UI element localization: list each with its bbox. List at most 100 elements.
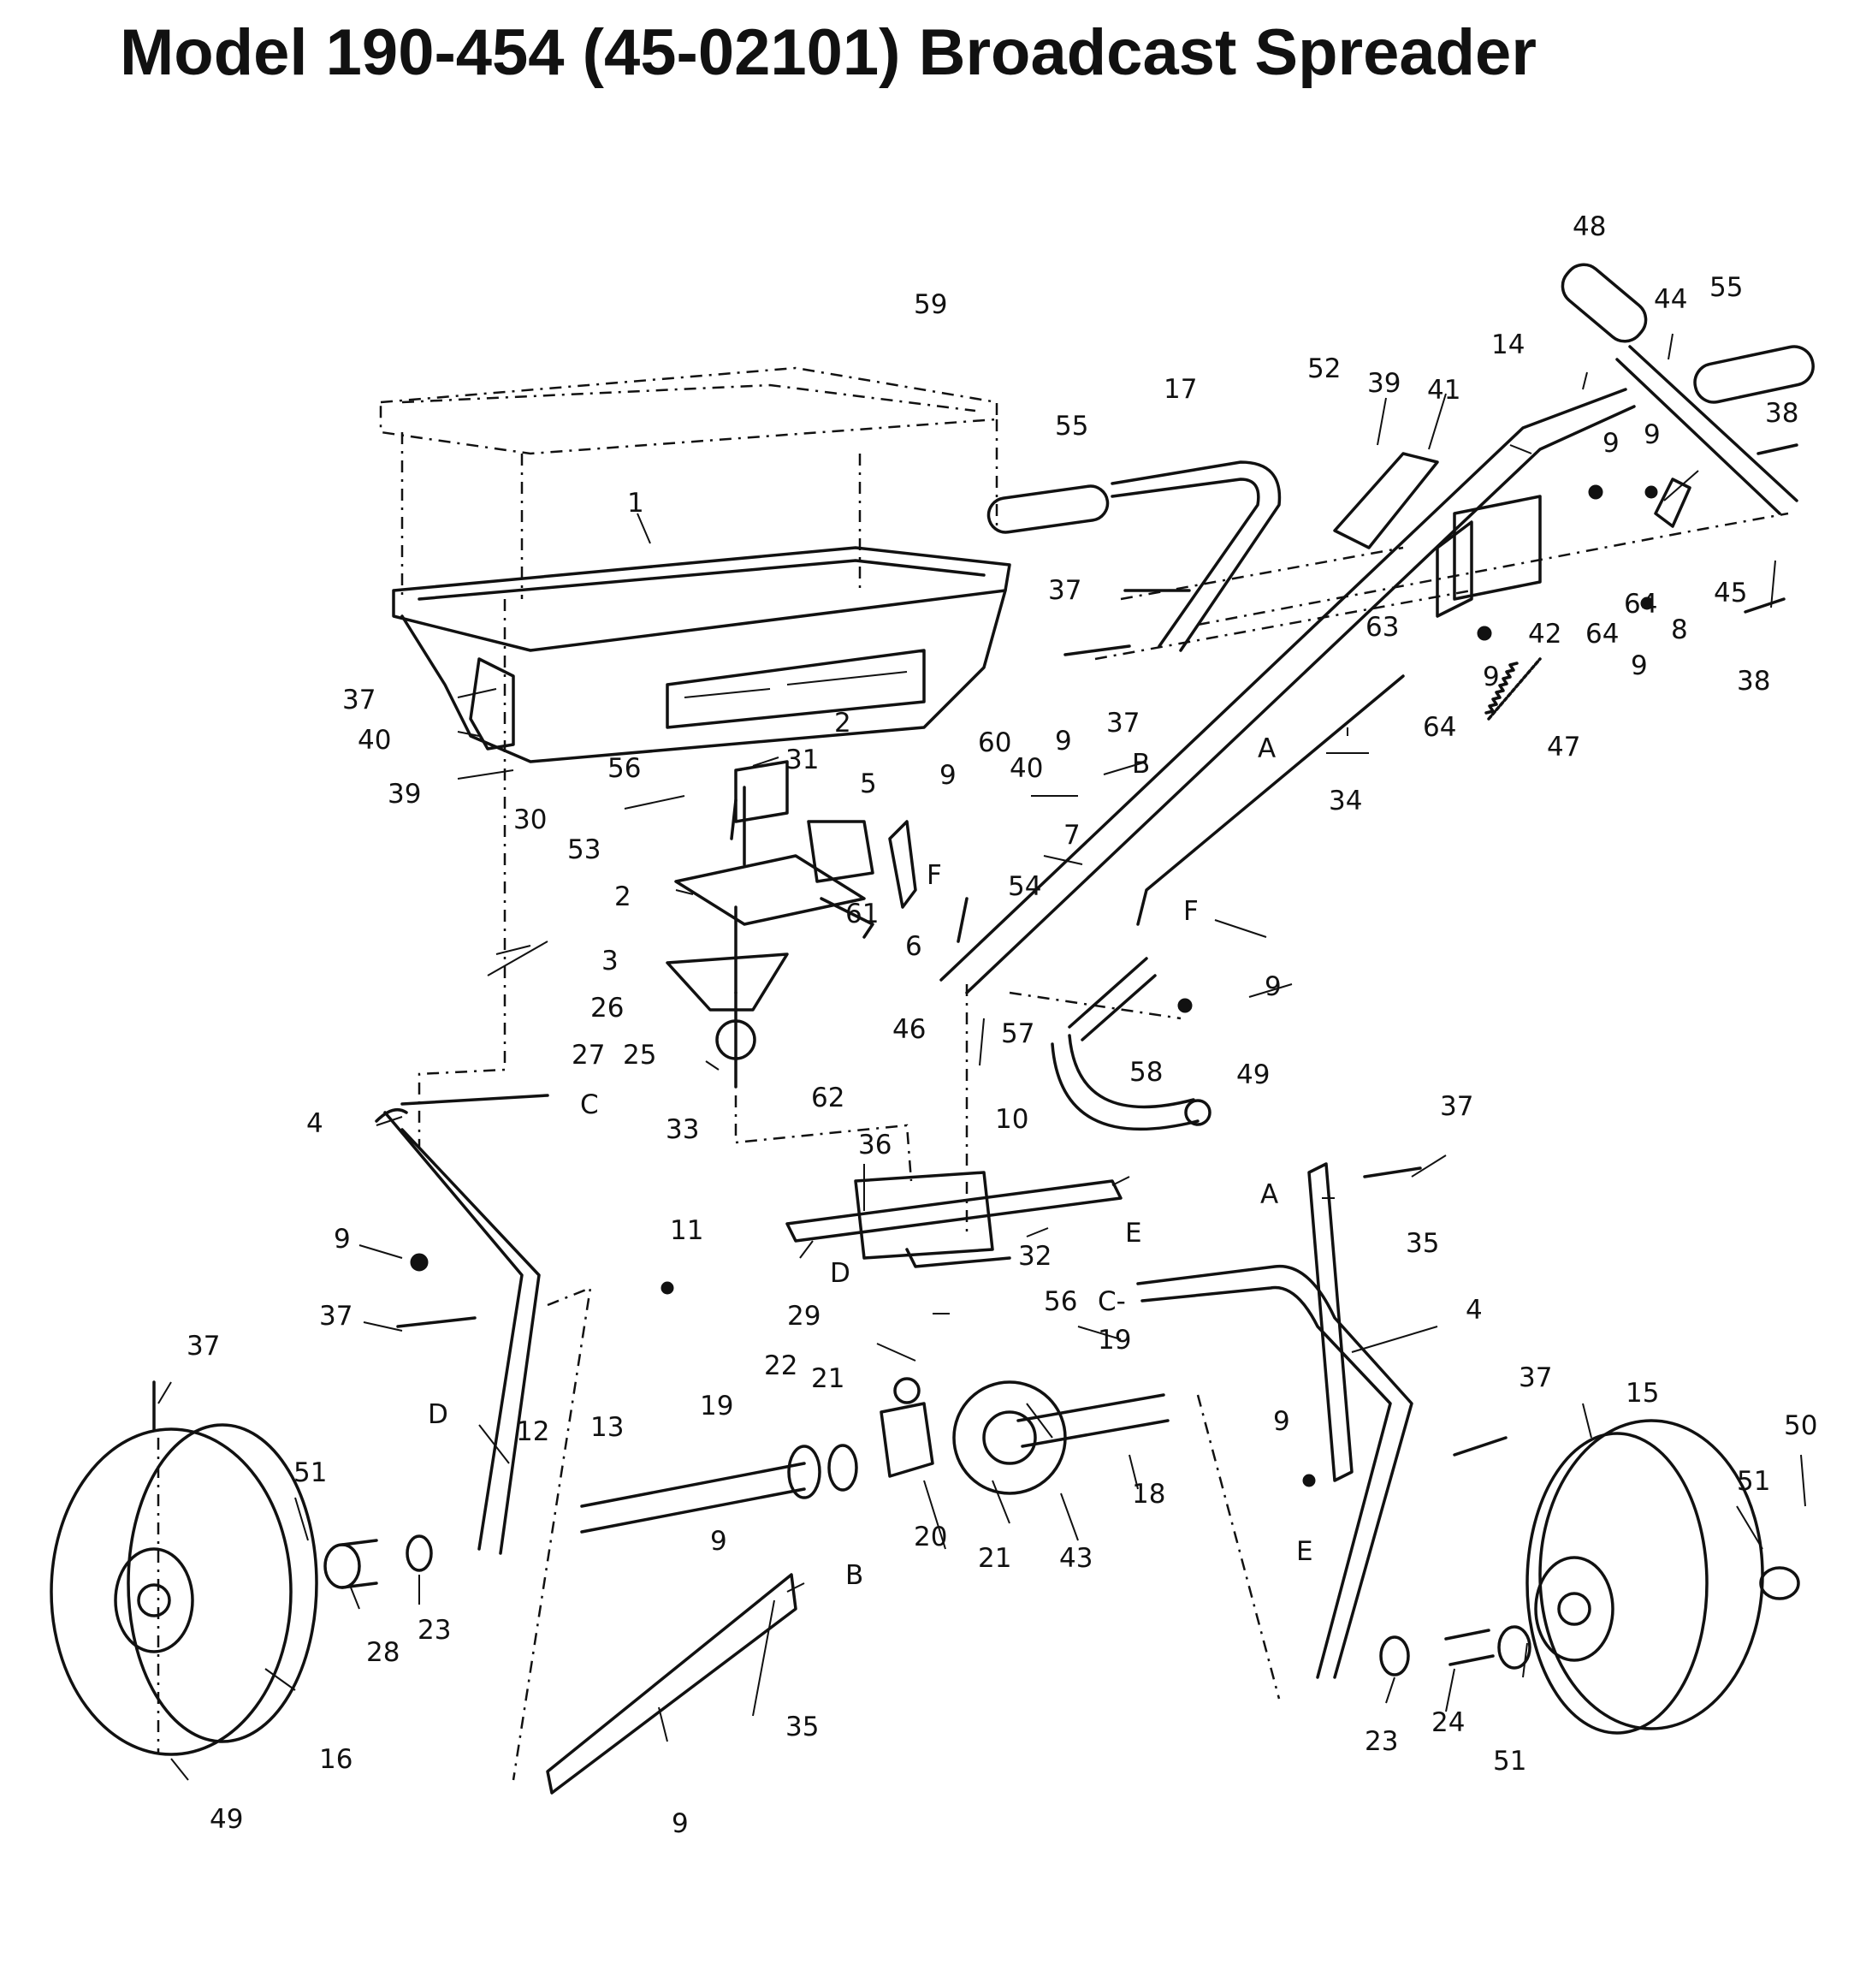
label-58: 58 (1129, 1057, 1163, 1088)
label-16: 16 (319, 1744, 352, 1775)
label-E-center: E (1125, 1218, 1142, 1249)
label-A-lower: A (1260, 1179, 1278, 1210)
label-37-left: 37 (342, 685, 376, 715)
label-37-right-top: 37 (1440, 1091, 1473, 1122)
label-9-d: 9 (1631, 650, 1648, 681)
label-53: 53 (567, 834, 601, 865)
label-9-f: 9 (1055, 726, 1072, 757)
label-29: 29 (787, 1301, 820, 1332)
lower-frame (375, 1094, 1413, 1795)
label-B-upper: B (1132, 749, 1150, 780)
page-title: Model 190-454 (45-02101) Broadcast Sprea… (120, 16, 1537, 89)
label-62: 62 (811, 1083, 844, 1113)
label-41: 41 (1427, 375, 1460, 406)
label-33: 33 (666, 1114, 699, 1145)
label-9-a: 9 (1602, 428, 1620, 459)
label-20: 20 (914, 1522, 947, 1552)
label-47: 47 (1547, 732, 1580, 763)
label-51-right: 51 (1493, 1746, 1526, 1777)
label-D-center: D (830, 1258, 850, 1289)
hopper (392, 546, 1011, 763)
label-14: 14 (1491, 329, 1525, 360)
label-51-left: 51 (293, 1457, 327, 1488)
label-17: 17 (1164, 374, 1197, 405)
label-2-mid: 2 (614, 881, 631, 912)
part-labels: 1 59 55 17 52 39 41 14 48 44 55 38 9 9 3… (187, 211, 1817, 1839)
label-42: 42 (1528, 619, 1561, 650)
label-18: 18 (1132, 1479, 1165, 1510)
label-34: 34 (1329, 786, 1362, 816)
label-56-top: 56 (607, 753, 641, 784)
label-37-right-mid: 37 (1519, 1362, 1552, 1393)
label-31: 31 (785, 745, 819, 775)
label-63: 63 (1365, 612, 1399, 643)
label-37-a: 37 (1048, 575, 1081, 606)
label-2-top: 2 (834, 708, 851, 739)
label-1: 1 (627, 488, 644, 519)
label-50: 50 (1784, 1410, 1817, 1441)
label-52: 52 (1307, 353, 1341, 384)
gate-assembly (666, 760, 917, 1089)
label-54: 54 (1008, 871, 1041, 902)
label-25: 25 (623, 1040, 656, 1071)
label-48: 48 (1573, 211, 1606, 242)
label-44: 44 (1654, 284, 1687, 315)
label-21-bottom: 21 (978, 1543, 1011, 1574)
label-9-h: 9 (334, 1224, 351, 1255)
label-37-left-wheel: 37 (187, 1331, 220, 1362)
label-27: 27 (572, 1040, 605, 1071)
label-39-left: 39 (388, 779, 421, 810)
label-46: 46 (892, 1014, 926, 1045)
hopper-cover (379, 366, 998, 599)
label-57: 57 (1001, 1018, 1034, 1049)
label-B-lower: B (845, 1560, 863, 1591)
label-10: 10 (995, 1104, 1028, 1135)
label-23-left: 23 (418, 1615, 451, 1646)
label-35-left: 35 (785, 1712, 819, 1742)
label-11: 11 (670, 1215, 703, 1246)
label-D-left: D (428, 1399, 448, 1430)
label-C-right: C- (1098, 1286, 1126, 1317)
label-15: 15 (1626, 1378, 1659, 1409)
label-9-e: 9 (939, 760, 957, 791)
handle-assembly (939, 263, 1815, 1131)
label-13: 13 (590, 1412, 624, 1443)
label-9-i: 9 (1273, 1406, 1290, 1437)
label-64-a: 64 (1624, 589, 1657, 620)
label-38-right: 38 (1737, 666, 1770, 697)
label-35-right: 35 (1406, 1228, 1439, 1259)
label-22: 22 (764, 1350, 797, 1381)
label-40-center: 40 (1010, 753, 1043, 784)
label-24: 24 (1431, 1707, 1465, 1738)
label-60: 60 (978, 727, 1011, 758)
label-51-right-top: 51 (1737, 1466, 1770, 1497)
label-55-right: 55 (1709, 272, 1743, 303)
label-59: 59 (914, 289, 947, 320)
label-21-top: 21 (811, 1363, 844, 1394)
label-E-right: E (1296, 1536, 1313, 1567)
center-leader-lines (157, 599, 1281, 1781)
label-F-right: F (1183, 896, 1199, 927)
axle-assembly (50, 1377, 1800, 1756)
label-19-right: 19 (1098, 1325, 1131, 1356)
label-8: 8 (1671, 614, 1688, 645)
label-40-left: 40 (358, 725, 391, 756)
label-9-j: 9 (710, 1526, 727, 1557)
label-36: 36 (858, 1130, 892, 1160)
label-64-c: 64 (1423, 712, 1456, 743)
label-12: 12 (516, 1416, 549, 1447)
label-28: 28 (366, 1637, 400, 1668)
label-23-right: 23 (1365, 1726, 1398, 1757)
label-30: 30 (513, 804, 547, 835)
label-6: 6 (905, 931, 922, 962)
label-64-b: 64 (1585, 619, 1619, 650)
label-61: 61 (845, 899, 879, 929)
label-43: 43 (1059, 1543, 1093, 1574)
label-19-left: 19 (700, 1391, 733, 1421)
label-9-k: 9 (672, 1808, 689, 1839)
label-49-top: 49 (1236, 1059, 1270, 1090)
label-leader-lines (157, 333, 1806, 1781)
label-4-left: 4 (306, 1108, 323, 1139)
label-45: 45 (1714, 578, 1747, 608)
